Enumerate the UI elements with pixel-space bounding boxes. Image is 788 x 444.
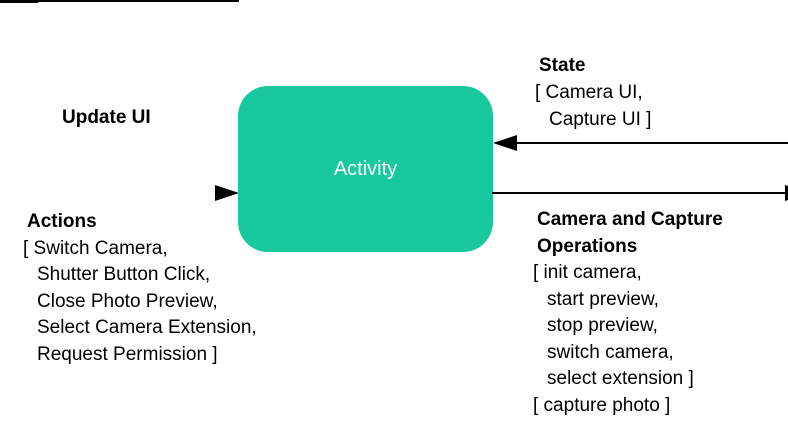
- camera-ops-line: start preview,: [547, 288, 659, 310]
- actions-arrow-line: [0, 0, 218, 2]
- actions-title: Actions: [27, 211, 97, 232]
- update-ui-label: Update UI: [62, 107, 151, 128]
- actions-arrowhead-icon: [215, 185, 239, 201]
- camera-ops-line: select extension ]: [547, 368, 694, 389]
- state-title: State: [539, 55, 586, 76]
- camera-ops-arrowhead-icon: [785, 185, 788, 201]
- state-arrowhead-icon: [493, 135, 517, 151]
- actions-block: Actions [ Switch Camera, Shutter Button …: [23, 209, 257, 368]
- camera-ops-line: stop preview,: [547, 315, 658, 336]
- camera-ops-line: switch camera,: [547, 341, 674, 363]
- camera-ops-line: [ capture photo ]: [533, 394, 671, 416]
- state-line: [ Camera UI,: [535, 82, 643, 103]
- state-block: State [ Camera UI, Capture UI ]: [535, 52, 651, 133]
- actions-line: [ Switch Camera,: [23, 237, 168, 259]
- actions-line: Request Permission ]: [37, 343, 218, 365]
- camera-ops-line: [ init camera,: [533, 262, 642, 283]
- camera-ops-arrow-line: [492, 192, 788, 194]
- state-arrow-line: [515, 142, 788, 144]
- camera-ops-block: Camera and Capture Operations [ init cam…: [533, 207, 749, 419]
- actions-line: Shutter Button Click,: [37, 264, 211, 285]
- activity-label: Activity: [333, 157, 398, 180]
- activity-box: Activity: [238, 86, 493, 252]
- camera-ops-title: Camera and Capture Operations: [537, 209, 723, 257]
- actions-line: Close Photo Preview,: [37, 290, 218, 312]
- state-line: Capture UI ]: [549, 109, 652, 130]
- actions-line: Select Camera Extension,: [37, 317, 257, 338]
